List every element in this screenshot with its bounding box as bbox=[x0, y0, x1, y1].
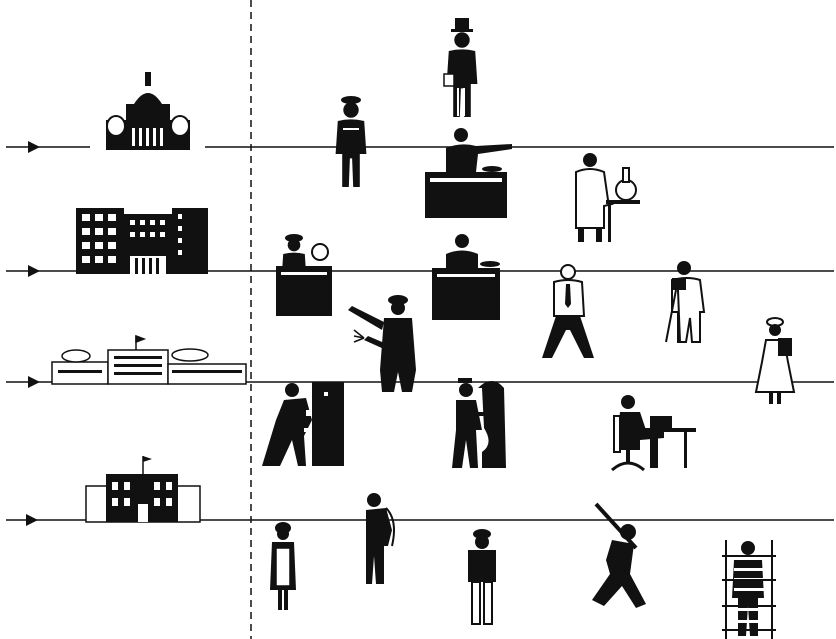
executive-pointing-desk-figure bbox=[425, 128, 512, 218]
factory-building-icon bbox=[51, 334, 247, 385]
police-officer-figure bbox=[335, 96, 367, 187]
arrow-icon bbox=[28, 265, 40, 277]
nurse-figure bbox=[754, 317, 796, 404]
level-line-1 bbox=[6, 141, 834, 153]
laborer-machine-figure bbox=[262, 382, 344, 466]
maid-figure bbox=[270, 522, 296, 610]
miner-figure bbox=[468, 529, 496, 625]
photographer-figure bbox=[665, 261, 706, 343]
capitol-building-icon bbox=[106, 72, 190, 150]
teacher-globe-desk-figure bbox=[276, 234, 332, 316]
scientist-flask-figure bbox=[575, 153, 640, 242]
office-building-icon bbox=[76, 208, 208, 274]
machinist-figure bbox=[452, 378, 506, 468]
farmer-figure bbox=[366, 493, 395, 584]
firefighter-hose-figure bbox=[348, 295, 416, 392]
clerk-telephone-desk-figure bbox=[432, 234, 500, 320]
arrow-icon bbox=[26, 514, 38, 526]
schoolhouse-icon bbox=[85, 456, 201, 523]
prisoner-bars-figure bbox=[722, 540, 776, 639]
typist-figure bbox=[611, 395, 696, 472]
arrow-icon bbox=[28, 141, 40, 153]
capitalist-top-hat-figure bbox=[443, 18, 478, 117]
office-worker-figure bbox=[542, 264, 594, 358]
soldier-rifle-figure bbox=[592, 502, 646, 608]
arrow-icon bbox=[28, 376, 40, 388]
